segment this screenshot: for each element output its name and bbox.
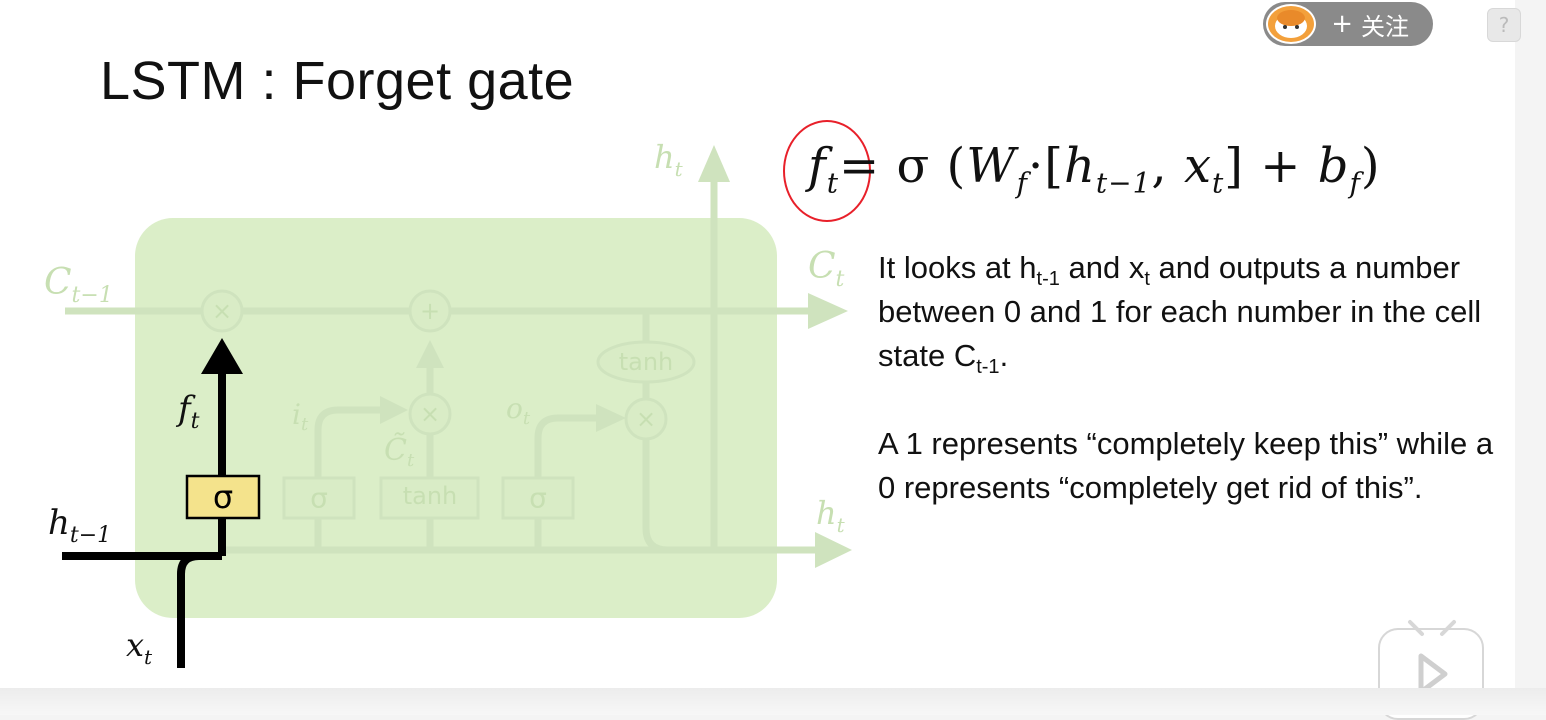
output-gate-box bbox=[501, 476, 575, 520]
input-gate-sigma: σ bbox=[310, 482, 328, 515]
add-op bbox=[408, 289, 452, 333]
formula-dot-bracket: ·[ bbox=[1027, 138, 1064, 194]
desc-p1-b-sub: t bbox=[1144, 268, 1150, 291]
formula-close: ) bbox=[1360, 138, 1381, 194]
h-t-top-label: ht bbox=[654, 138, 684, 181]
formula-x-sub: t bbox=[1212, 166, 1225, 200]
plus-icon: + bbox=[1331, 9, 1353, 39]
description: It looks at ht-1 and xt and outputs a nu… bbox=[878, 246, 1498, 554]
input-multiply-symbol: × bbox=[420, 400, 440, 428]
lstm-diagram: × + × × σ tanh σ tanh Ct−1 Ct ht ht it o… bbox=[44, 138, 852, 669]
tanh-gate-box bbox=[379, 476, 480, 520]
forget-multiply-op bbox=[200, 289, 244, 333]
active-path bbox=[62, 372, 226, 668]
output-multiply-op bbox=[624, 397, 668, 441]
formula-comma: , bbox=[1151, 138, 1184, 194]
output-multiply-symbol: × bbox=[636, 405, 656, 433]
formula-equals-sigma: = σ ( bbox=[839, 138, 967, 194]
c-tilde-label: C̃t bbox=[384, 433, 415, 471]
output-gate-sigma: σ bbox=[529, 482, 547, 515]
play-icon bbox=[1418, 653, 1448, 695]
tanh-oval-label: tanh bbox=[619, 348, 674, 376]
desc-p1-a-sub: t-1 bbox=[1036, 268, 1060, 291]
i-t-label: it bbox=[292, 398, 309, 435]
formula-b-sub: f bbox=[1349, 166, 1361, 200]
desc-p1-b: and x bbox=[1059, 250, 1145, 285]
formula-w-sub: f bbox=[1016, 166, 1028, 200]
description-paragraph-2: A 1 represents “completely keep this” wh… bbox=[878, 426, 1494, 505]
desc-p1-c-sub: t-1 bbox=[976, 356, 1000, 379]
cat-avatar-icon bbox=[1275, 10, 1307, 38]
desc-p1-d: . bbox=[999, 338, 1009, 373]
desc-p1-a: It looks at h bbox=[878, 250, 1037, 285]
formula-x: x bbox=[1183, 138, 1213, 194]
tanh-oval bbox=[596, 340, 696, 384]
faded-wiring bbox=[65, 175, 825, 554]
bilibili-ears-icon bbox=[1408, 620, 1456, 636]
red-annotation-circle bbox=[783, 120, 871, 222]
formula-f-sub: t bbox=[826, 166, 840, 200]
follow-label: 关注 bbox=[1361, 12, 1409, 41]
c-t-label: Ct bbox=[808, 246, 845, 292]
formula-w: W bbox=[966, 138, 1017, 194]
formula-f: f bbox=[808, 138, 827, 194]
formula-b: b bbox=[1317, 138, 1350, 194]
uploader-avatar[interactable] bbox=[1266, 4, 1316, 44]
h-prev-label: ht−1 bbox=[48, 503, 111, 548]
o-t-label: ot bbox=[506, 392, 531, 429]
h-t-right-label: ht bbox=[816, 494, 846, 537]
forget-multiply-symbol: × bbox=[212, 297, 232, 325]
forget-gate-formula: ft= σ (Wf·[ht−1, xt] + bf) bbox=[808, 138, 1381, 200]
formula-h: h bbox=[1063, 138, 1096, 194]
cell-body bbox=[135, 218, 777, 618]
bottom-bar bbox=[0, 688, 1546, 715]
tanh-gate-label: tanh bbox=[403, 482, 458, 510]
faded-arrowheads bbox=[380, 145, 852, 568]
add-symbol: + bbox=[420, 297, 440, 325]
c-prev-label: Ct−1 bbox=[44, 262, 113, 308]
description-paragraph-1: It looks at ht-1 and xt and outputs a nu… bbox=[878, 246, 1498, 378]
forget-gate-box bbox=[185, 474, 261, 520]
help-button[interactable]: ? bbox=[1487, 8, 1521, 42]
desc-p1-c: and outputs a number between 0 and 1 for… bbox=[878, 250, 1482, 373]
input-multiply-op bbox=[408, 392, 452, 436]
formula-h-sub: t−1 bbox=[1095, 166, 1152, 200]
slide-title: LSTM : Forget gate bbox=[100, 51, 575, 111]
formula-close-plus: ] + bbox=[1224, 138, 1318, 194]
slide: LSTM : Forget gate bbox=[0, 0, 1515, 688]
forget-gate-arrowhead bbox=[201, 338, 243, 374]
forget-gate-sigma: σ bbox=[213, 478, 233, 516]
x-t-label: xt bbox=[126, 626, 153, 669]
input-gate-box bbox=[282, 476, 356, 520]
